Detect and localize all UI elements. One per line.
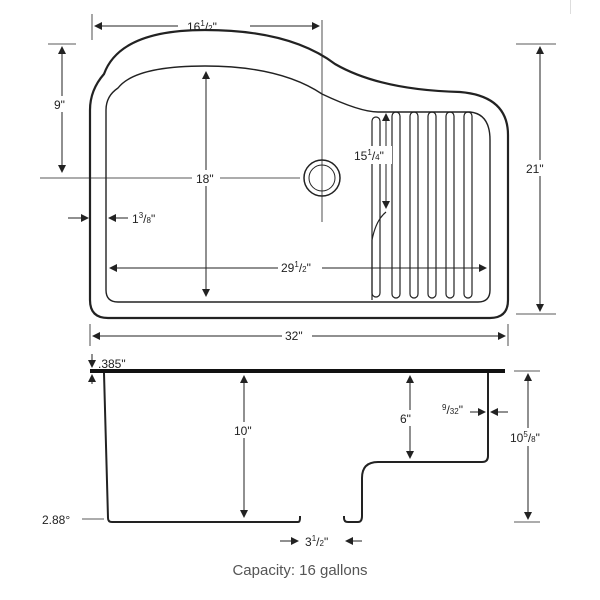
sink-dimension-drawing: 161/2" 9" 18" 151/4" 21" 13/8" xyxy=(40,14,556,549)
label-3-half: 31/2" xyxy=(305,534,328,549)
label-10-5-8: 105/8" xyxy=(510,430,540,445)
label-288: 2.88° xyxy=(42,513,70,527)
label-32: 32" xyxy=(285,329,303,343)
side-view: .385" 10" 6" 9/32" 105/8" 2.88° 31/2" xyxy=(42,354,552,549)
label-29-half: 291/2" xyxy=(281,260,311,275)
label-385: .385" xyxy=(98,357,126,371)
label-6: 6" xyxy=(400,412,411,426)
label-10: 10" xyxy=(234,424,252,438)
drainboard-grooves xyxy=(371,111,473,300)
label-9-32: 9/32" xyxy=(442,403,463,417)
sink-side-profile xyxy=(103,372,301,523)
sink-outer-outline xyxy=(88,28,510,320)
sink-inner-outline xyxy=(105,65,491,303)
label-16-half: 161/2" xyxy=(187,19,217,34)
capacity-caption: Capacity: 16 gallons xyxy=(232,562,368,579)
top-view: 161/2" 9" 18" 151/4" 21" 13/8" xyxy=(40,14,556,346)
label-1-3-8: 13/8" xyxy=(132,211,155,226)
top-edge-rule xyxy=(570,0,571,14)
label-9: 9" xyxy=(54,98,65,112)
label-15-quarter: 151/4" xyxy=(354,148,384,163)
label-21: 21" xyxy=(526,162,544,176)
label-18: 18" xyxy=(196,172,214,186)
